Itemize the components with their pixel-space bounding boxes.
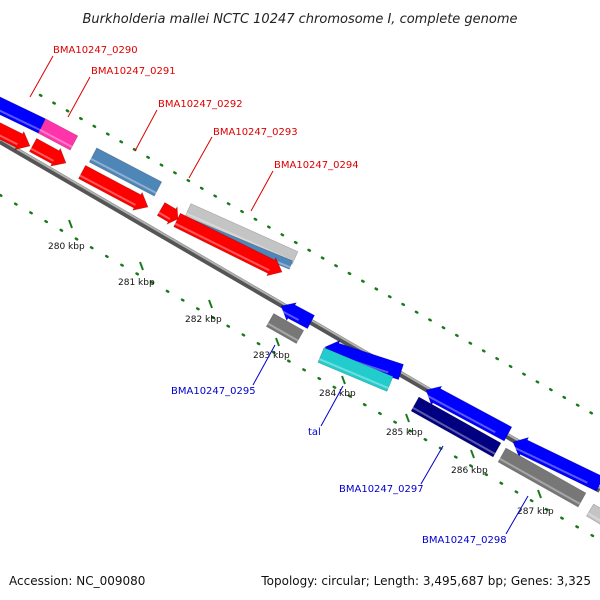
feature-cyan-tal bbox=[317, 347, 394, 392]
feature-cds-0294 bbox=[173, 212, 283, 277]
feature-cds-red-a-highlight bbox=[0, 134, 18, 146]
coordinate-ticks bbox=[68, 219, 542, 499]
leader-bma10247-0295 bbox=[252, 344, 276, 386]
tick-label-281kbp: 281 kbp bbox=[118, 278, 155, 288]
feature-cds-0290-partial-highlight bbox=[0, 109, 41, 131]
gene-label-bma10247-0290: BMA10247_0290 bbox=[53, 45, 138, 56]
feature-lightgrey-edge bbox=[585, 503, 600, 525]
gene-label-bma10247-0295: BMA10247_0295 bbox=[171, 386, 256, 397]
tick-label-287kbp: 287 kbp bbox=[517, 507, 554, 517]
feature-cds-0295 bbox=[280, 302, 315, 330]
feature-rna-0291-highlight bbox=[39, 129, 73, 148]
gene-label-bma10247-0297: BMA10247_0297 bbox=[339, 484, 424, 495]
feature-cds-red-b bbox=[28, 137, 67, 167]
genome-summary-text: Topology: circular; Length: 3,495,687 bp… bbox=[260, 574, 591, 588]
feature-steel-0292 bbox=[88, 147, 163, 197]
map-title: Burkholderia mallei NCTC 10247 chromosom… bbox=[82, 12, 517, 27]
gene-leader-lines bbox=[29, 55, 529, 535]
feature-cds-0298-highlight bbox=[510, 445, 588, 484]
feature-rna-0291 bbox=[37, 118, 79, 151]
accession-text: Accession: NC_009080 bbox=[9, 574, 145, 588]
feature-cyan-tal-highlight bbox=[318, 358, 389, 390]
feature-cds-0297-highlight bbox=[423, 393, 496, 434]
feature-cds-0295-highlight bbox=[278, 308, 300, 321]
feature-navy-0297 bbox=[410, 396, 502, 458]
tick-label-284kbp: 284 kbp bbox=[319, 389, 356, 399]
gc-track-outer bbox=[38, 93, 600, 420]
leader-bma10247-0294 bbox=[250, 170, 274, 212]
leader-bma10247-0297 bbox=[420, 445, 444, 485]
tick-label-282kbp: 282 kbp bbox=[185, 315, 222, 325]
feature-cds-0293 bbox=[156, 202, 179, 225]
gene-label-bma10247-0291: BMA10247_0291 bbox=[91, 66, 176, 77]
tick-label-280kbp: 280 kbp bbox=[48, 242, 85, 252]
gene-label-bma10247-0294: BMA10247_0294 bbox=[274, 160, 359, 171]
feature-grey-0294-highlight bbox=[185, 212, 294, 263]
gene-label-bma10247-0293: BMA10247_0293 bbox=[213, 127, 298, 138]
tick-label-283kbp: 283 kbp bbox=[253, 351, 290, 361]
gene-label-tal: tal bbox=[308, 427, 321, 438]
feature-cds-0290-partial bbox=[0, 96, 46, 134]
feature-cds-0292-highlight bbox=[79, 174, 136, 206]
feature-cds-0292 bbox=[78, 164, 149, 211]
gc-skew-tracks bbox=[0, 93, 600, 542]
leader-bma10247-0292 bbox=[134, 109, 158, 152]
feature-grey-0298 bbox=[497, 447, 587, 508]
gene-label-bma10247-0292: BMA10247_0292 bbox=[158, 99, 243, 110]
feature-cds-red-b-highlight bbox=[30, 147, 54, 162]
feature-grey-0295-highlight bbox=[267, 322, 299, 342]
tick-label-285kbp: 285 kbp bbox=[386, 428, 423, 438]
leader-bma10247-0290 bbox=[29, 55, 54, 98]
leader-bma10247-0291 bbox=[67, 76, 91, 118]
feature-cds-0294-highlight bbox=[174, 222, 270, 272]
feature-lightgrey-edge-highlight bbox=[587, 512, 600, 522]
feature-cds-0297 bbox=[425, 385, 513, 442]
feature-steel-0292-highlight bbox=[90, 158, 157, 194]
tick-label-286kbp: 286 kbp bbox=[451, 466, 488, 476]
feature-grey-0298-highlight bbox=[499, 457, 581, 505]
feature-cds-0298 bbox=[512, 437, 600, 492]
gc-track-inner bbox=[0, 193, 600, 542]
feature-cds-0293-highlight bbox=[158, 211, 171, 220]
feature-track bbox=[0, 96, 600, 525]
leader-bma10247-0298 bbox=[505, 495, 529, 535]
leader-bma10247-0293 bbox=[188, 136, 213, 179]
leader-tal bbox=[320, 385, 344, 427]
feature-grey-0295 bbox=[265, 313, 305, 344]
gene-label-bma10247-0298: BMA10247_0298 bbox=[422, 535, 507, 546]
feature-navy-0297-highlight bbox=[412, 406, 496, 455]
feature-cds-red-a bbox=[0, 122, 31, 151]
